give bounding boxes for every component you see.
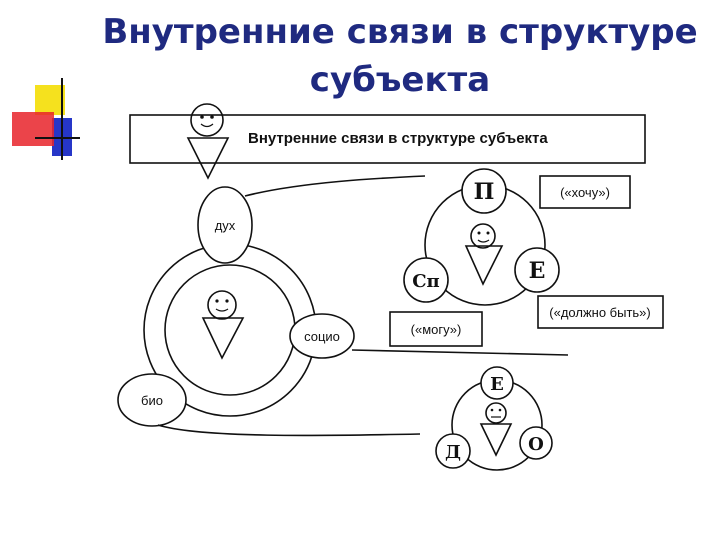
o-label: О <box>528 434 544 455</box>
spirit-label: дух <box>215 218 236 233</box>
must-box <box>537 295 664 329</box>
want-box <box>539 175 631 209</box>
person-head-icon <box>190 103 224 137</box>
top-cluster-person-body-icon <box>464 245 504 286</box>
page-title-line1: Внутренние связи в структуре <box>102 12 698 52</box>
social-node <box>289 313 355 359</box>
can-label: («могу») <box>411 322 462 337</box>
o-node <box>519 426 553 460</box>
d-label: Д <box>445 442 461 463</box>
bottom-cluster-person-head-icon <box>485 402 507 424</box>
sp-label: Сп <box>412 271 440 292</box>
header-box <box>129 114 646 164</box>
page-title: Внутренние связи в структуре субъекта <box>70 8 720 104</box>
d-node <box>435 433 471 469</box>
p-node <box>461 168 507 214</box>
e-bottom-label: Е <box>490 374 504 395</box>
bio-label: био <box>141 393 163 408</box>
header-label: Внутренние связи в структуре субъекта <box>248 130 548 147</box>
must-label: («должно быть») <box>549 305 650 320</box>
decorative-bullet-icon <box>12 78 80 160</box>
social-label: социо <box>304 329 340 344</box>
want-label: («хочу») <box>560 185 610 200</box>
bio-connector <box>157 424 421 437</box>
e-node-top <box>514 247 560 293</box>
p-label: П <box>474 179 495 205</box>
person-body-icon <box>186 137 230 180</box>
bio-node <box>117 373 187 427</box>
e-node-bottom <box>480 366 514 400</box>
top-cluster-person-head-icon <box>470 223 496 249</box>
spirit-connector <box>244 175 426 197</box>
spirit-node <box>197 186 253 264</box>
sp-node <box>403 257 449 303</box>
e-top-label: Е <box>529 258 546 284</box>
inner-circle <box>164 264 296 396</box>
can-box <box>389 311 483 347</box>
bottom-cluster-person-body-icon <box>479 423 513 457</box>
inner-person-body-icon <box>201 317 245 360</box>
inner-person-head-icon <box>207 290 237 320</box>
page-title-line2: субъекта <box>309 60 491 100</box>
social-connector <box>351 349 569 356</box>
